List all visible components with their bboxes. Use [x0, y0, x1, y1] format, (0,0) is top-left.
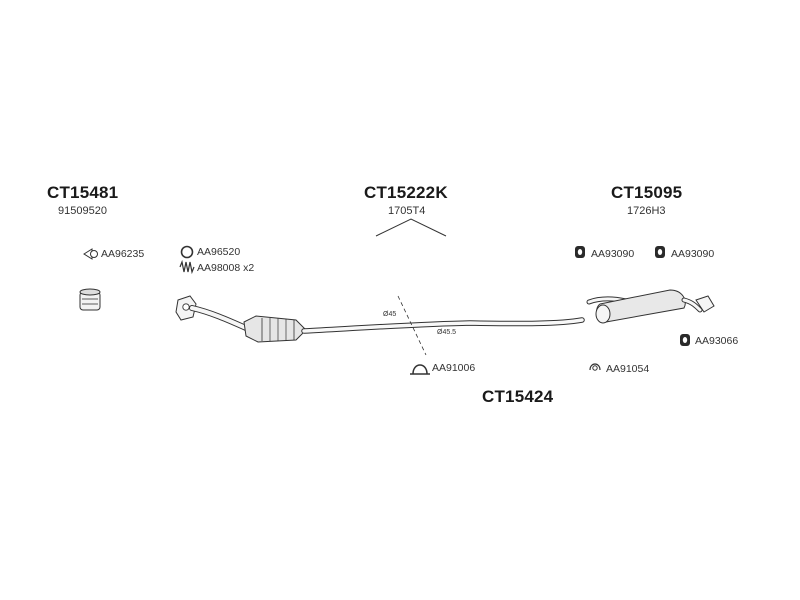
mount-icon-aa93090-a	[575, 246, 585, 258]
part-label-ct15481: CT15481	[47, 183, 119, 202]
item-label-aa93090-a: AA93090	[591, 248, 635, 260]
clamp-icon-aa91006	[410, 364, 430, 375]
diameter-label-45-5: Ø45.5	[437, 329, 457, 336]
clamp-icon-aa96235	[83, 248, 98, 260]
item-label-aa98008: AA98008 x2	[197, 262, 255, 274]
part-label-ct15424: CT15424	[482, 387, 554, 406]
code-label-91509520: 91509520	[58, 205, 107, 217]
rubber-mount-part	[79, 288, 101, 311]
diameter-label-45: Ø45	[383, 311, 397, 318]
mount-icon-aa93090-b	[655, 246, 665, 258]
rear-silencer-part	[586, 289, 715, 324]
code-label-1726h3: 1726H3	[627, 205, 666, 217]
item-label-aa91006: AA91006	[432, 362, 476, 374]
item-label-aa93066: AA93066	[695, 335, 739, 347]
part-label-ct15095: CT15095	[611, 183, 683, 202]
item-label-aa96520: AA96520	[197, 246, 241, 258]
gasket-ring-icon	[180, 245, 194, 259]
item-label-aa91054: AA91054	[606, 363, 650, 375]
item-label-aa93090-b: AA93090	[671, 248, 715, 260]
part-label-ct15222k: CT15222K	[364, 183, 448, 202]
clamp-icon-aa91054	[589, 363, 601, 371]
spring-icon	[179, 259, 195, 275]
middle-pipe-part	[301, 295, 585, 356]
front-pipe-catalyst-part	[189, 305, 307, 343]
code-label-1705t4: 1705T4	[388, 205, 426, 217]
group-pointer	[375, 218, 447, 237]
mount-icon-aa93066	[680, 334, 690, 346]
item-label-aa96235: AA96235	[101, 248, 145, 260]
